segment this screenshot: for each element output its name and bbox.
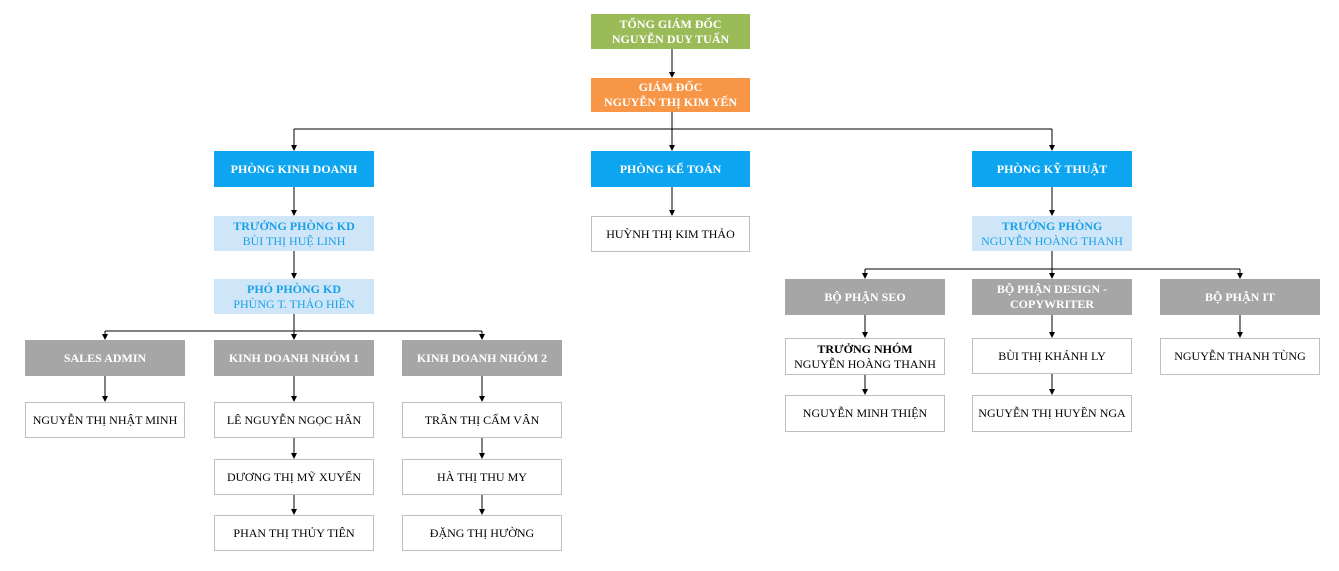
- sales-head-box: TRƯỞNG PHÒNG KD BÙI THỊ HUỆ LINH: [214, 216, 374, 251]
- technical-head-title: TRƯỞNG PHÒNG: [1001, 218, 1103, 233]
- member-box: LÊ NGUYỄN NGỌC HÂN: [214, 402, 374, 438]
- member-name: NGUYỄN THỊ HUYỀN NGA: [978, 406, 1126, 420]
- department-accounting-box: PHÒNG KẾ TOÁN: [591, 151, 750, 187]
- member-name: NGUYỄN THỊ NHẬT MINH: [32, 412, 178, 427]
- member-box: HÀ THỊ THU MY: [402, 459, 562, 495]
- member-box: PHAN THỊ THỦY TIÊN: [214, 515, 374, 551]
- ceo-name: NGUYỄN DUY TUẤN: [611, 31, 730, 46]
- director-title: GIÁM ĐỐC: [638, 80, 703, 94]
- sales-deputy-title: PHÓ PHÒNG KD: [247, 281, 341, 296]
- member-name: ĐẶNG THỊ HƯỜNG: [429, 525, 535, 540]
- member-box: NGUYỄN MINH THIỆN: [785, 395, 945, 432]
- member-box: HUỲNH THỊ KIM THẢO: [591, 216, 750, 252]
- member-name: HUỲNH THỊ KIM THẢO: [606, 226, 735, 241]
- department-accounting-label: PHÒNG KẾ TOÁN: [619, 161, 722, 176]
- unit-it-box: BỘ PHẬN IT: [1160, 279, 1320, 315]
- department-technical-label: PHÒNG KỸ THUẬT: [996, 161, 1108, 176]
- team-label: KINH DOANH NHÓM 1: [228, 350, 360, 365]
- sales-head-name: BÙI THỊ HUỆ LINH: [242, 233, 346, 248]
- team-sales-group1-box: KINH DOANH NHÓM 1: [214, 340, 374, 376]
- member-name: PHAN THỊ THỦY TIÊN: [233, 525, 355, 540]
- member-box: NGUYỄN THỊ HUYỀN NGA: [972, 395, 1132, 432]
- ceo-box: TỔNG GIÁM ĐỐC NGUYỄN DUY TUẤN: [591, 14, 750, 49]
- department-sales-box: PHÒNG KINH DOANH: [214, 151, 374, 187]
- team-sales-group2-box: KINH DOANH NHÓM 2: [402, 340, 562, 376]
- member-name: LÊ NGUYỄN NGỌC HÂN: [226, 412, 362, 427]
- unit-label: BỘ PHẬN SEO: [824, 289, 906, 304]
- member-box: NGUYỄN THANH TÙNG: [1160, 338, 1320, 375]
- member-name: HÀ THỊ THU MY: [437, 469, 527, 484]
- member-box: ĐẶNG THỊ HƯỜNG: [402, 515, 562, 551]
- member-box: DƯƠNG THỊ MỸ XUYẾN: [214, 459, 374, 495]
- member-box: TRẦN THỊ CẨM VÂN: [402, 402, 562, 438]
- unit-seo-box: BỘ PHẬN SEO: [785, 279, 945, 315]
- member-name: NGUYỄN MINH THIỆN: [802, 406, 928, 420]
- director-box: GIÁM ĐỐC NGUYỄN THỊ KIM YẾN: [591, 78, 750, 112]
- team-label: SALES ADMIN: [63, 350, 147, 365]
- team-label: KINH DOANH NHÓM 2: [416, 350, 548, 365]
- sales-deputy-name: PHÙNG T. THẢO HIỀN: [233, 296, 355, 311]
- unit-label-line2: COPYWRITER: [1009, 297, 1094, 311]
- unit-design-box: BỘ PHẬN DESIGN - COPYWRITER: [972, 279, 1132, 315]
- team-sales-admin-box: SALES ADMIN: [25, 340, 185, 376]
- member-name: NGUYỄN THANH TÙNG: [1174, 349, 1306, 363]
- director-name: NGUYỄN THỊ KIM YẾN: [603, 95, 737, 109]
- member-name: TRẦN THỊ CẨM VÂN: [424, 412, 540, 427]
- ceo-title: TỔNG GIÁM ĐỐC: [619, 16, 722, 31]
- team-lead-name: NGUYỄN HOÀNG THANH: [794, 356, 936, 371]
- unit-label: BỘ PHẬN IT: [1204, 289, 1275, 304]
- member-box: BÙI THỊ KHÁNH LY: [972, 338, 1132, 374]
- sales-deputy-box: PHÓ PHÒNG KD PHÙNG T. THẢO HIỀN: [214, 279, 374, 314]
- member-name: DƯƠNG THỊ MỸ XUYẾN: [226, 469, 362, 484]
- sales-head-title: TRƯỞNG PHÒNG KD: [233, 218, 355, 233]
- member-name: BÙI THỊ KHÁNH LY: [998, 348, 1106, 363]
- technical-head-name: NGUYỄN HOÀNG THANH: [981, 233, 1123, 248]
- technical-head-box: TRƯỞNG PHÒNG NGUYỄN HOÀNG THANH: [972, 216, 1132, 251]
- team-lead-title: TRƯỞNG NHÓM: [817, 341, 913, 356]
- department-technical-box: PHÒNG KỸ THUẬT: [972, 151, 1132, 187]
- member-box: NGUYỄN THỊ NHẬT MINH: [25, 402, 185, 438]
- department-sales-label: PHÒNG KINH DOANH: [230, 161, 358, 176]
- team-lead-box: TRƯỞNG NHÓM NGUYỄN HOÀNG THANH: [785, 338, 945, 375]
- unit-label-line1: BỘ PHẬN DESIGN -: [996, 282, 1108, 296]
